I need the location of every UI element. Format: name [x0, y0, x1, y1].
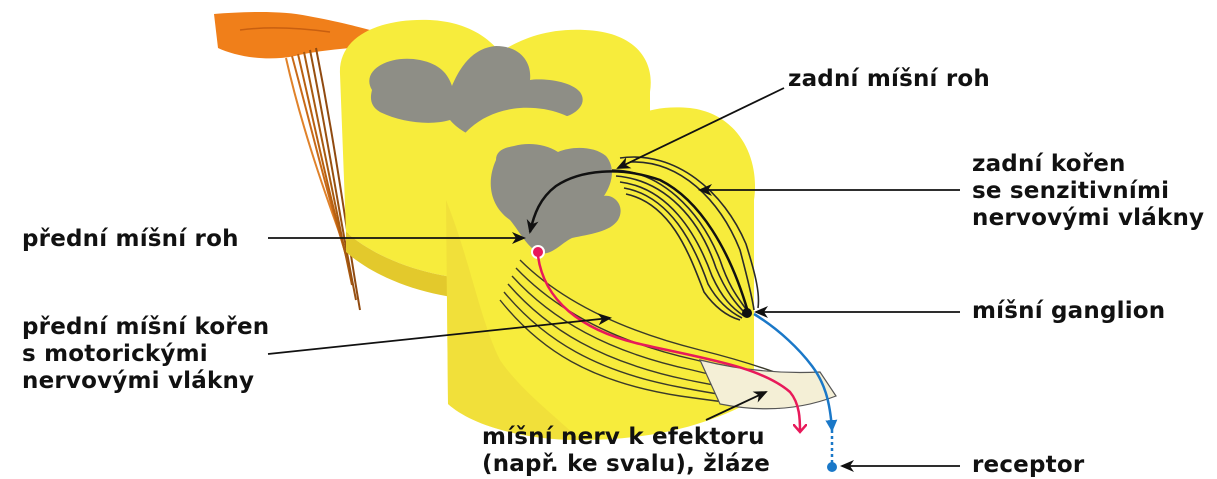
- label-posterior-horn: zadní míšní roh: [788, 66, 990, 93]
- label-receptor-text: receptor: [972, 452, 1084, 479]
- label-posterior-root: zadní kořen se senzitivními nervovými vl…: [972, 151, 1204, 232]
- label-nerve: míšní nerv k efektoru (např. ke svalu), …: [482, 424, 770, 478]
- label-posterior-root-line-1: zadní kořen: [972, 151, 1204, 178]
- label-nerve-line-2: (např. ke svalu), žláze: [482, 451, 770, 478]
- label-posterior-root-line-2: se senzitivními: [972, 178, 1204, 205]
- label-posterior-root-line-3: nervovými vlákny: [972, 205, 1204, 232]
- label-ganglion: míšní ganglion: [972, 298, 1165, 325]
- label-anterior-horn-text: přední míšní roh: [22, 226, 239, 253]
- label-anterior-horn: přední míšní roh: [22, 226, 239, 253]
- label-ganglion-text: míšní ganglion: [972, 298, 1165, 325]
- cord-segment-front: [445, 107, 755, 440]
- label-anterior-root: přední míšní kořen s motorickými nervový…: [22, 314, 269, 395]
- label-anterior-root-line-1: přední míšní kořen: [22, 314, 269, 341]
- label-anterior-root-line-3: nervovými vlákny: [22, 368, 269, 395]
- receptor-dot: [827, 462, 837, 472]
- spinal-nerve-trunk: [700, 360, 836, 409]
- ganglion-node: [742, 308, 752, 318]
- label-receptor: receptor: [972, 452, 1084, 479]
- label-posterior-horn-text: zadní míšní roh: [788, 66, 990, 93]
- label-anterior-root-line-2: s motorickými: [22, 341, 269, 368]
- label-nerve-line-1: míšní nerv k efektoru: [482, 424, 770, 451]
